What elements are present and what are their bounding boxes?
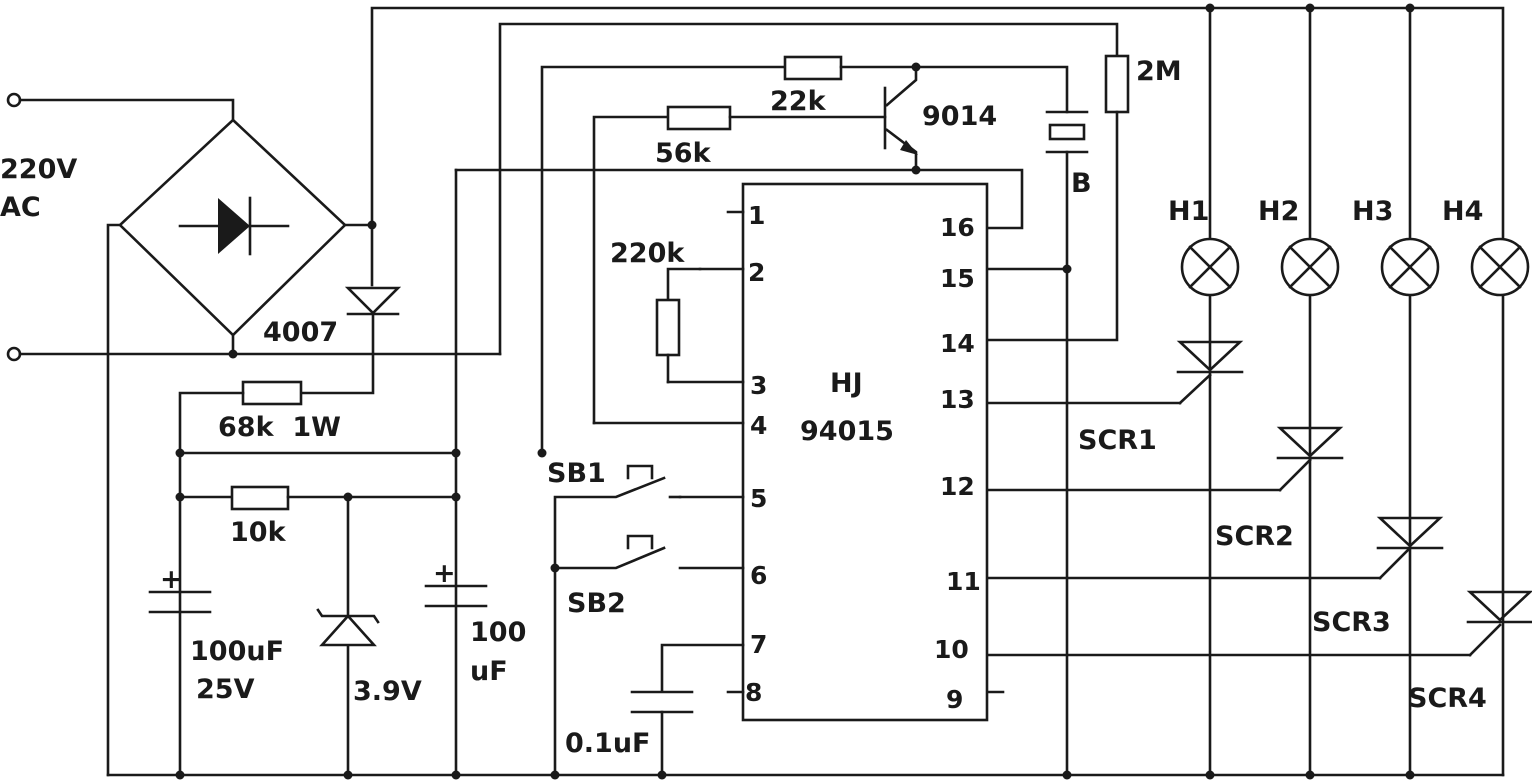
transistor-9014 bbox=[883, 65, 918, 172]
label-resistor-220k: 220k bbox=[610, 238, 685, 269]
switch-sb1 bbox=[553, 464, 682, 777]
ic-pin-label: 14 bbox=[940, 329, 975, 358]
cap-plus-sign-b: + bbox=[433, 558, 456, 589]
label-cap-100uf-a-value: 100uF bbox=[190, 636, 284, 667]
ic-pin-label: 1 bbox=[748, 201, 765, 230]
capacitor-100uf-b: + bbox=[424, 168, 1024, 777]
label-lamp-4: H4 bbox=[1442, 196, 1483, 227]
label-rectifier-diode: 4007 bbox=[263, 317, 338, 348]
capacitor-100uf-25v: + bbox=[148, 564, 212, 614]
scr-3 bbox=[986, 516, 1444, 580]
label-resistor-68k: 68k 1W bbox=[218, 412, 341, 443]
ic-pin-label: 15 bbox=[940, 264, 975, 293]
zener-diode-3v9 bbox=[316, 495, 380, 777]
ic-pin-label: 12 bbox=[940, 472, 975, 501]
label-resistor-56k: 56k bbox=[655, 138, 712, 169]
ic-pin-label: 10 bbox=[934, 635, 969, 664]
lamp-h1-icon bbox=[1180, 237, 1240, 297]
ic-pin-label: 8 bbox=[745, 678, 762, 707]
switch-sb2 bbox=[553, 534, 666, 570]
label-scr-4: SCR4 bbox=[1408, 683, 1487, 714]
ic-pin-label: 3 bbox=[750, 371, 767, 400]
label-scr-2: SCR2 bbox=[1215, 521, 1294, 552]
resistor-22k bbox=[783, 55, 1069, 114]
label-lamp-3: H3 bbox=[1352, 196, 1393, 227]
scr-2 bbox=[986, 426, 1344, 492]
ac-terminal-top bbox=[6, 92, 22, 108]
bridge-rectifier bbox=[106, 118, 374, 777]
resistor-2m bbox=[986, 54, 1130, 342]
label-cap-100uf-b-unit: uF bbox=[470, 656, 508, 687]
resistor-68k bbox=[178, 380, 303, 777]
resistor-10k bbox=[230, 485, 458, 511]
ic-pin-labels-left: 1 2 3 4 5 6 7 8 bbox=[745, 201, 767, 707]
ac-input bbox=[6, 92, 502, 362]
label-buzzer: B bbox=[1071, 168, 1092, 199]
scr-4 bbox=[986, 590, 1532, 657]
label-scr-1: SCR1 bbox=[1078, 425, 1157, 456]
label-ic-name-1: HJ bbox=[830, 368, 863, 399]
label-switch-1: SB1 bbox=[547, 458, 606, 489]
label-resistor-2m: 2M bbox=[1136, 56, 1182, 87]
buzzer bbox=[986, 110, 1089, 777]
ic-pin-label: 13 bbox=[940, 385, 975, 414]
junction-dots bbox=[175, 3, 1415, 780]
label-cap-01uf: 0.1uF bbox=[565, 728, 651, 759]
ic-pin-label: 16 bbox=[940, 213, 975, 242]
label-scr-3: SCR3 bbox=[1312, 607, 1391, 638]
label-lamp-2: H2 bbox=[1258, 196, 1299, 227]
lamp-h3-icon bbox=[1380, 237, 1440, 297]
lamp-h2-icon bbox=[1280, 237, 1340, 297]
label-cap-100uf-b-value: 100 bbox=[470, 617, 526, 648]
ic-pin-label: 11 bbox=[946, 567, 981, 596]
ic-pin-label: 7 bbox=[750, 630, 767, 659]
label-switch-2: SB2 bbox=[567, 588, 626, 619]
ic-hj94015 bbox=[592, 182, 1005, 722]
ac-terminal-bottom bbox=[6, 346, 22, 362]
ic-pin-label: 6 bbox=[750, 561, 767, 590]
ic-pin-label: 2 bbox=[748, 258, 765, 287]
ic-pin-label: 4 bbox=[750, 411, 767, 440]
resistor-56k bbox=[666, 105, 887, 131]
label-resistor-10k: 10k bbox=[230, 517, 287, 548]
lamp-h4-icon bbox=[1470, 237, 1530, 297]
label-transistor: 9014 bbox=[922, 101, 997, 132]
capacitor-0u1f bbox=[630, 690, 694, 777]
ic-pin-label: 9 bbox=[946, 685, 963, 714]
label-zener: 3.9V bbox=[353, 676, 422, 707]
cap-plus-sign: + bbox=[160, 564, 183, 595]
label-supply-type: AC bbox=[0, 192, 41, 223]
label-lamp-1: H1 bbox=[1168, 196, 1209, 227]
ic-pin-label: 5 bbox=[750, 484, 767, 513]
label-cap-100uf-a-voltage: 25V bbox=[196, 674, 255, 705]
resistor-220k bbox=[655, 267, 702, 384]
ic-pin-labels-right: 16 15 14 13 12 11 10 9 bbox=[934, 213, 981, 714]
rectifier-diode-4007 bbox=[301, 6, 1505, 777]
label-supply-voltage: 220V bbox=[0, 154, 77, 185]
scr-1 bbox=[986, 340, 1244, 405]
label-resistor-22k: 22k bbox=[770, 86, 827, 117]
label-ic-name-2: 94015 bbox=[800, 416, 894, 447]
